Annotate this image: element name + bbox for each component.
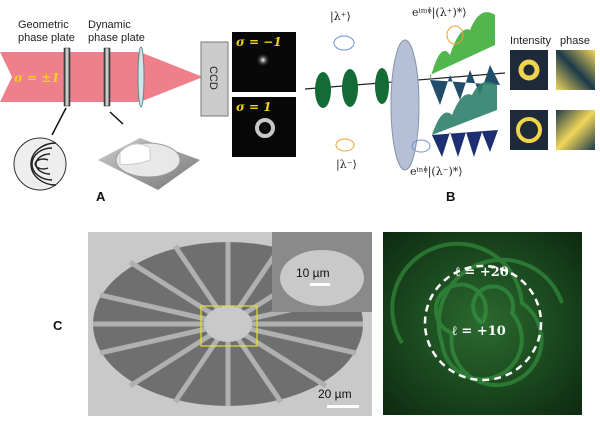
main-scale-label: 20 µm	[318, 387, 352, 401]
arrow-to-platform	[109, 111, 124, 125]
gaussian-spot	[256, 53, 270, 67]
zoom-region-box	[200, 305, 258, 347]
panel-b: |λ⁺⟩ |λ⁻⟩ eⁱᵐᶲ|(λ⁺)*⟩ eⁱⁿᶲ|(λ⁻)*⟩ Intens…	[304, 6, 595, 204]
inner-oam-label: ℓ = +10	[451, 324, 506, 339]
polarization-ellipse	[342, 69, 358, 107]
panel-b-label: B	[446, 189, 455, 204]
dynamic-phase-plate-3d	[98, 138, 200, 190]
arrow-to-fingerprint	[51, 107, 67, 136]
geometric-plate-label-line2: phase plate	[18, 32, 75, 44]
ccd-detector	[200, 41, 229, 117]
lens	[137, 46, 145, 108]
geometric-plate-label-line1: Geometric	[18, 19, 69, 31]
dynamic-plate-label-line1: Dynamic	[88, 19, 131, 31]
intensity-ring	[516, 117, 542, 143]
vortex-wave-plus	[430, 12, 500, 105]
inset-scale-label: 10 µm	[296, 266, 330, 280]
circular-polarization-icon	[333, 35, 355, 51]
intensity-map-minus	[510, 110, 548, 150]
polarization-ellipse	[315, 72, 331, 108]
state-minus-label: |λ⁻⟩	[336, 158, 357, 172]
dashed-ring	[423, 264, 543, 382]
beam-polarization-label: σ = ±1	[14, 71, 60, 85]
donut-beam	[255, 118, 275, 138]
circular-polarization-icon	[335, 138, 355, 152]
dynamic-plate-label-line2: phase plate	[88, 32, 145, 44]
ccd-image-sigma-plus	[232, 97, 296, 157]
panel-c: C 10 µm 20 µm	[53, 232, 582, 416]
output-minus-label: eⁱⁿᶲ|(λ⁻)*⟩	[410, 165, 463, 179]
circular-polarization-icon	[411, 139, 431, 153]
state-plus-label: |λ⁺⟩	[330, 10, 351, 24]
polarization-ellipse	[375, 68, 389, 104]
main-scale-bar	[327, 405, 359, 408]
inset-scale-bar	[310, 283, 330, 286]
laser-beam	[0, 52, 203, 102]
intensity-header: Intensity	[510, 35, 551, 47]
circular-polarization-icon	[446, 25, 464, 45]
ccd-label: CCD	[207, 66, 219, 90]
phase-header: phase	[560, 35, 590, 47]
fingerprint-metasurface	[13, 137, 67, 191]
panel-c-label: C	[53, 318, 63, 333]
intensity-ring	[518, 59, 540, 81]
panel-a-label: A	[96, 189, 106, 204]
phase-map-minus	[556, 110, 595, 150]
sem-inset: 10 µm	[272, 232, 372, 312]
sigma-plus-label: σ = 1	[236, 100, 272, 114]
outer-oam-label: ℓ = +20	[454, 265, 509, 280]
intensity-map-plus	[510, 50, 548, 90]
vortex-wave-minus	[432, 81, 498, 157]
output-plus-label: eⁱᵐᶲ|(λ⁺)*⟩	[412, 6, 467, 20]
metasurface-disc	[390, 39, 420, 171]
phase-map-plus	[556, 50, 595, 90]
geometric-phase-plate	[63, 47, 71, 107]
panel-a: σ = ±1 Geometric phase plate Dynamic pha…	[0, 19, 296, 204]
dynamic-phase-plate	[103, 47, 111, 107]
sigma-minus-label: σ = −1	[236, 35, 282, 49]
